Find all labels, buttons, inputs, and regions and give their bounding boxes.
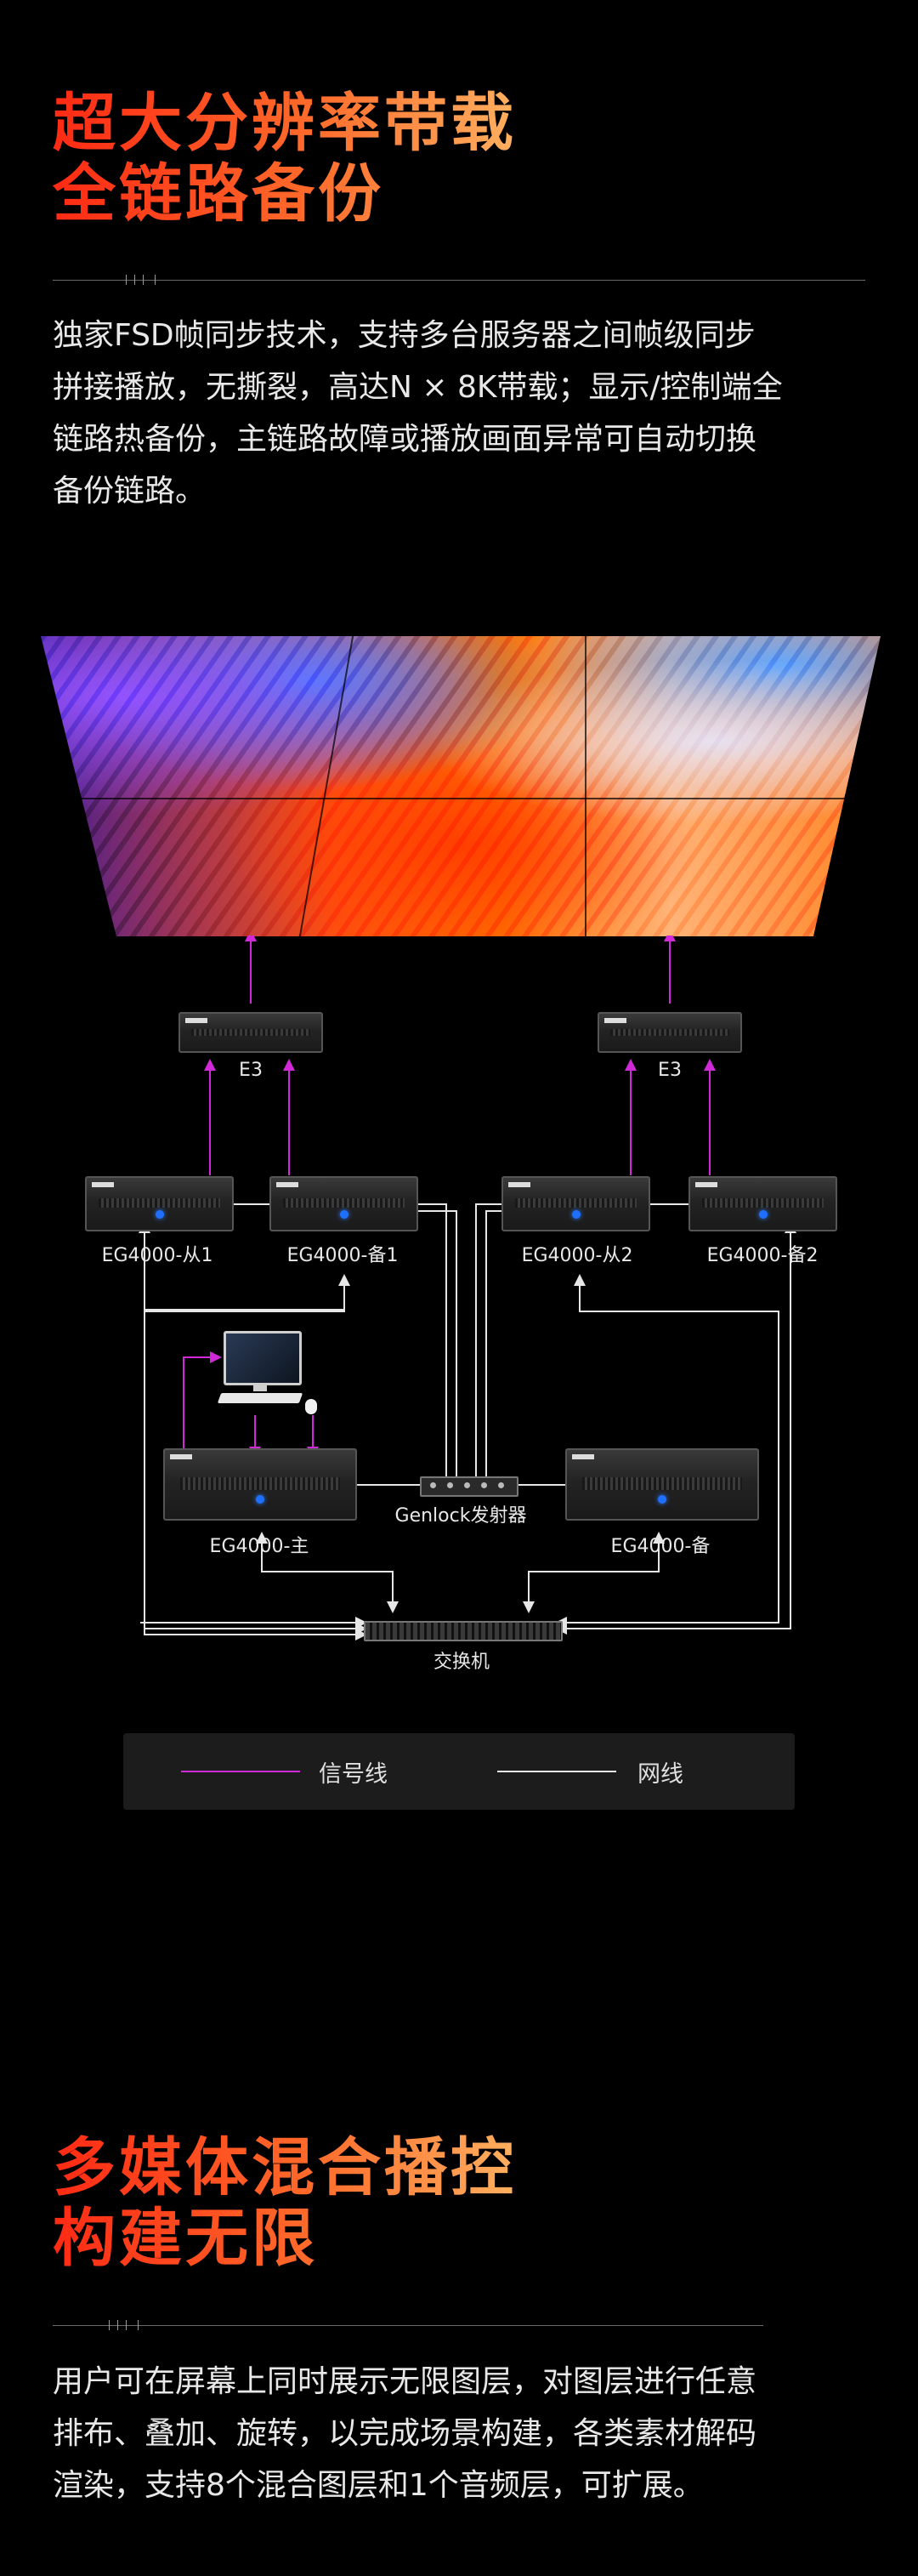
eg4000-backup2-label: EG4000-备2 bbox=[706, 1245, 819, 1266]
decorative-divider bbox=[53, 275, 865, 285]
e3-right-device bbox=[598, 1012, 742, 1053]
network-line-swatch bbox=[497, 1771, 616, 1772]
e3-right-label: E3 bbox=[658, 1060, 682, 1081]
eg4000-backup-device bbox=[565, 1448, 759, 1521]
section1-description: 独家FSD帧同步技术，支持多台服务器之间帧级同步拼接播放，无撕裂，高达N × 8… bbox=[53, 318, 783, 509]
section2-title: 多媒体混合播控 构建无限 bbox=[53, 2133, 517, 2274]
decorative-divider-2 bbox=[53, 2320, 763, 2330]
eg4000-slave2-label: EG4000-从2 bbox=[521, 1245, 633, 1266]
section1-title-line1: 超大分辨率带载 bbox=[53, 87, 517, 160]
eg4000-backup1-device bbox=[269, 1176, 418, 1231]
eg4000-backup-label: EG4000-备 bbox=[610, 1536, 711, 1557]
eg4000-slave1-device bbox=[85, 1176, 234, 1231]
e3-left-device bbox=[178, 1012, 323, 1053]
network-switch-device bbox=[364, 1621, 563, 1641]
eg4000-backup2-device bbox=[688, 1176, 837, 1231]
signal-line-swatch bbox=[181, 1771, 300, 1772]
e3-left-label: E3 bbox=[239, 1060, 263, 1081]
section2-description: 用户可在屏幕上同时展示无限图层，对图层进行任意排布、叠加、旋转，以完成场景构建，… bbox=[53, 2364, 757, 2503]
section1-title-line2: 全链路备份 bbox=[53, 156, 384, 230]
eg4000-main-device bbox=[163, 1448, 357, 1521]
section2-title-line1: 多媒体混合播控 bbox=[53, 2131, 517, 2204]
diagram-legend: 信号线 网线 bbox=[123, 1733, 795, 1810]
monitor-icon bbox=[224, 1331, 302, 1385]
genlock-transmitter-device bbox=[420, 1476, 518, 1497]
network-line-label: 网线 bbox=[638, 1761, 683, 1788]
monitor-stand bbox=[253, 1383, 267, 1391]
section2-title-line2: 构建无限 bbox=[53, 2201, 318, 2275]
connection-lines bbox=[139, 935, 796, 1641]
eg4000-slave1-label: EG4000-从1 bbox=[101, 1245, 213, 1266]
eg4000-slave2-device bbox=[502, 1176, 650, 1231]
genlock-label: Genlock发射器 bbox=[394, 1505, 527, 1527]
switch-label: 交换机 bbox=[433, 1652, 490, 1673]
eg4000-main-label: EG4000-主 bbox=[209, 1536, 309, 1557]
section1-title: 超大分辨率带载 全链路备份 bbox=[53, 88, 517, 230]
eg4000-backup1-label: EG4000-备1 bbox=[286, 1245, 399, 1266]
system-topology-diagram: E3 E3 EG4000-从1 EG4000-备1 EG4000-从2 EG40… bbox=[0, 935, 918, 1684]
led-wall-image bbox=[41, 636, 881, 936]
signal-line-label: 信号线 bbox=[319, 1761, 388, 1788]
mouse-icon bbox=[305, 1399, 317, 1414]
keyboard-icon bbox=[217, 1393, 303, 1403]
